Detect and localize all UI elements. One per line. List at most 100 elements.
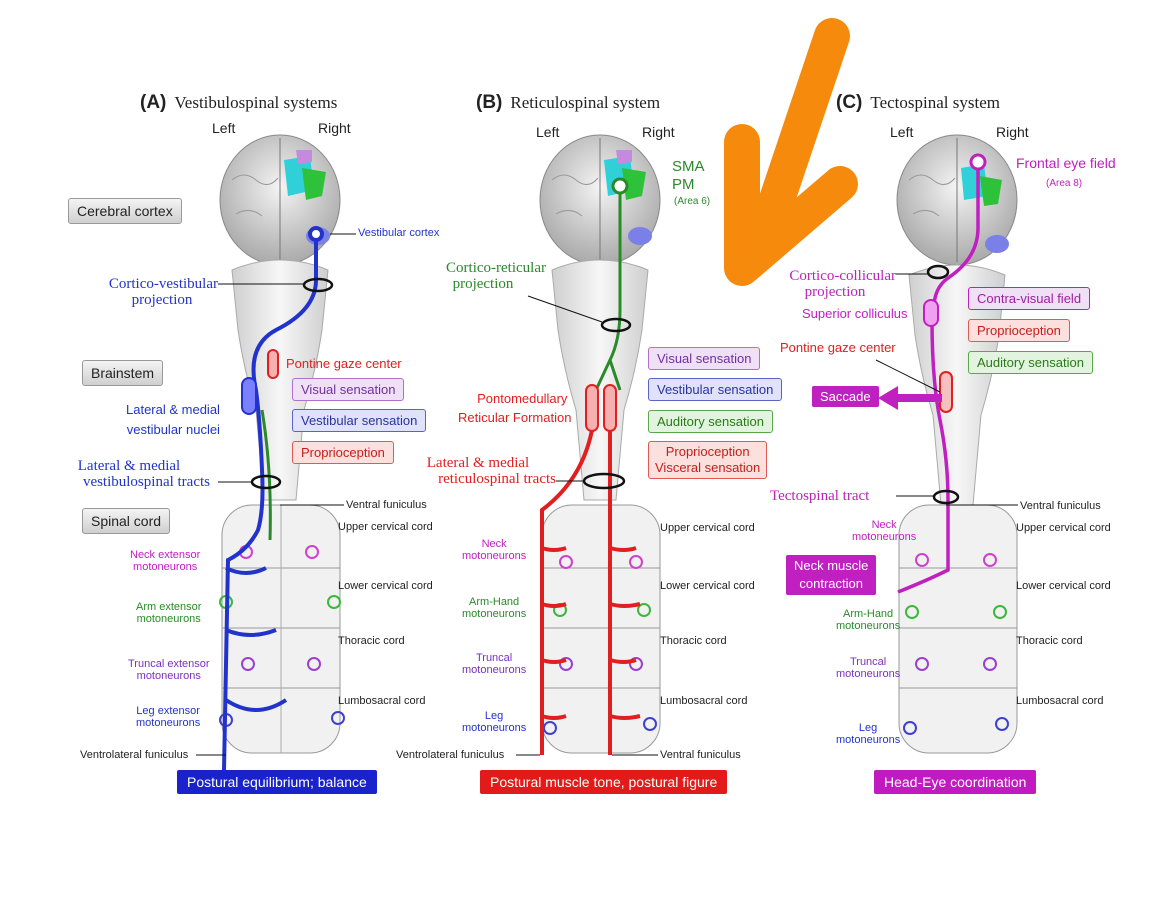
panel-b-letter: (B) bbox=[476, 92, 503, 113]
reticular-formation-left bbox=[585, 384, 599, 432]
cortico-reticular-line2: projection bbox=[452, 276, 514, 292]
proprioception-b: Proprioception bbox=[665, 444, 750, 459]
area8-label: (Area 8) bbox=[1046, 178, 1083, 189]
ventrolateral-funiculus-b: Ventrolateral funiculus bbox=[396, 749, 505, 761]
area6-label: (Area 6) bbox=[674, 196, 711, 207]
neuron-arm-c: Arm-Hand motoneurons bbox=[836, 608, 900, 632]
panel-a-spinal-cord bbox=[219, 504, 345, 754]
tectospinal-tract-label: Tectospinal tract bbox=[770, 488, 870, 504]
visceral-b: Visceral sensation bbox=[655, 460, 761, 475]
vestibular-cortex-label: Vestibular cortex bbox=[358, 227, 440, 239]
vestibulospinal-tracts-line2: vestibulospinal tracts bbox=[82, 474, 210, 490]
neuron-arm-a-line1: Arm extensor bbox=[136, 601, 202, 613]
tectospinal-ring bbox=[932, 489, 960, 505]
orange-arrow bbox=[724, 18, 858, 286]
saccade-arrow bbox=[878, 386, 942, 410]
visual-sensation-box-b: Visual sensation bbox=[648, 347, 761, 370]
neuron-arm-c-line1: Arm-Hand bbox=[843, 608, 894, 620]
pm-label: PM bbox=[672, 176, 695, 193]
neuron-leg-c-line2: motoneurons bbox=[836, 734, 901, 746]
region-spinal-cord: Spinal cord bbox=[82, 508, 171, 534]
vestibulospinal-tracts-line1: Lateral & medial bbox=[77, 458, 181, 474]
neuron-neck-c: Neck motoneurons bbox=[852, 519, 916, 543]
cortico-collicular-line1: Cortico-collicular bbox=[789, 268, 896, 284]
panel-c-letter: (C) bbox=[836, 92, 863, 113]
leader-lines bbox=[196, 233, 1018, 756]
reticulospinal-tracts-label: Lateral & medial reticulospinal tracts bbox=[400, 455, 556, 487]
neuron-neck-a: Neck extensor motoneurons bbox=[130, 549, 200, 573]
ventrolateral-funiculus-a: Ventrolateral funiculus bbox=[80, 749, 189, 761]
panel-a-title-text: Vestibulospinal systems bbox=[174, 93, 338, 112]
pontine-gaze-shape-c bbox=[939, 371, 953, 413]
vestibular-nuclei-shape bbox=[241, 377, 257, 415]
neuron-neck-b: Neck motoneurons bbox=[462, 538, 526, 562]
cord-lower-cervical-b: Lower cervical cord bbox=[660, 580, 755, 592]
neck-contraction-box: Neck muscle contraction bbox=[786, 555, 877, 595]
cortico-reticular-line1: Cortico-reticular bbox=[446, 260, 546, 276]
neuron-leg-a-line2: motoneurons bbox=[136, 717, 201, 729]
neuron-truncal-c: Truncal motoneurons bbox=[836, 656, 900, 680]
neck-contraction-line1: Neck muscle bbox=[794, 558, 869, 573]
panel-c-brain bbox=[896, 134, 1018, 266]
panel-b-title: (B) Reticulospinal system bbox=[476, 92, 660, 114]
panel-a-left: Left bbox=[212, 120, 236, 136]
superior-colliculus-label: Superior colliculus bbox=[802, 306, 908, 321]
banner-b: Postural muscle tone, postural figure bbox=[480, 770, 728, 794]
panel-b-left: Left bbox=[536, 124, 560, 140]
fef-marker bbox=[969, 153, 987, 171]
cord-lumbosacral-c: Lumbosacral cord bbox=[1016, 695, 1104, 707]
reticulospinal-tracts-line1: Lateral & medial bbox=[426, 455, 530, 471]
proprioception-visceral-box-b: Proprioception Visceral sensation bbox=[648, 441, 768, 479]
panel-b-title-text: Reticulospinal system bbox=[510, 93, 661, 112]
cord-upper-cervical-c: Upper cervical cord bbox=[1016, 522, 1111, 534]
banner-c: Head-Eye coordination bbox=[874, 770, 1037, 794]
panel-c-spinal-cord bbox=[898, 504, 1018, 754]
neuron-truncal-a-line1: Truncal extensor bbox=[128, 658, 210, 670]
pontine-gaze-label-a: Pontine gaze center bbox=[286, 356, 402, 371]
panel-a-brain bbox=[219, 134, 341, 266]
cord-lower-cervical-c: Lower cervical cord bbox=[1016, 580, 1111, 592]
neuron-truncal-b: Truncal motoneurons bbox=[462, 652, 526, 676]
neuron-arm-a: Arm extensor motoneurons bbox=[136, 601, 201, 625]
cortico-collicular-label: Cortico-collicular projection bbox=[774, 268, 896, 300]
cortico-reticular-ring bbox=[600, 317, 632, 333]
reticulospinal-pathway bbox=[540, 429, 641, 755]
vestibular-sensation-box-a: Vestibular sensation bbox=[292, 409, 427, 432]
panel-c-title: (C)Tectospinal system bbox=[836, 92, 1000, 114]
reticular-formation-right bbox=[603, 384, 617, 432]
cord-lumbosacral-b: Lumbosacral cord bbox=[660, 695, 748, 707]
neuron-neck-b-line2: motoneurons bbox=[462, 550, 527, 562]
neuron-neck-c-line2: motoneurons bbox=[852, 531, 917, 543]
neuron-leg-c-line1: Leg bbox=[858, 722, 878, 734]
panel-a-letter: (A) bbox=[140, 92, 167, 113]
reticular-formation-line1: Pontomedullary bbox=[477, 391, 568, 406]
fef-label: Frontal eye field bbox=[1016, 155, 1116, 171]
neuron-arm-b: Arm-Hand motoneurons bbox=[462, 596, 526, 620]
neuron-truncal-b-line2: motoneurons bbox=[462, 664, 527, 676]
vestibular-nuclei-line2: vestibular nuclei bbox=[126, 422, 220, 437]
contra-visual-box: Contra-visual field bbox=[968, 287, 1091, 310]
neuron-leg-b-line2: motoneurons bbox=[462, 722, 527, 734]
panel-b-brain bbox=[539, 134, 661, 266]
panel-b-spinal-cord bbox=[541, 504, 661, 754]
neuron-neck-a-line1: Neck extensor bbox=[130, 549, 201, 561]
cortico-collicular-ring bbox=[926, 264, 950, 280]
neuron-truncal-a: Truncal extensor motoneurons bbox=[128, 658, 210, 682]
neck-contraction-line2: contraction bbox=[799, 576, 863, 591]
vestibulospinal-green-pathway bbox=[260, 409, 272, 541]
panel-c-right: Right bbox=[996, 124, 1029, 140]
reticular-formation-label: Pontomedullary Reticular Formation bbox=[458, 389, 571, 427]
panel-b-right: Right bbox=[642, 124, 675, 140]
neuron-leg-b: Leg motoneurons bbox=[462, 710, 526, 734]
neuron-leg-c: Leg motoneurons bbox=[836, 722, 900, 746]
region-cerebral-cortex: Cerebral cortex bbox=[68, 198, 182, 224]
neuron-truncal-b-line1: Truncal bbox=[475, 652, 513, 664]
cortico-vestibular-label: Cortico-vestibular projection bbox=[82, 276, 218, 308]
visual-sensation-box-a: Visual sensation bbox=[292, 378, 405, 401]
region-brainstem: Brainstem bbox=[82, 360, 164, 386]
neuron-neck-b-line1: Neck bbox=[481, 538, 507, 550]
sma-label: SMA bbox=[672, 158, 705, 175]
neuron-leg-a: Leg extensor motoneurons bbox=[136, 705, 200, 729]
cord-thoracic-c: Thoracic cord bbox=[1016, 635, 1083, 647]
